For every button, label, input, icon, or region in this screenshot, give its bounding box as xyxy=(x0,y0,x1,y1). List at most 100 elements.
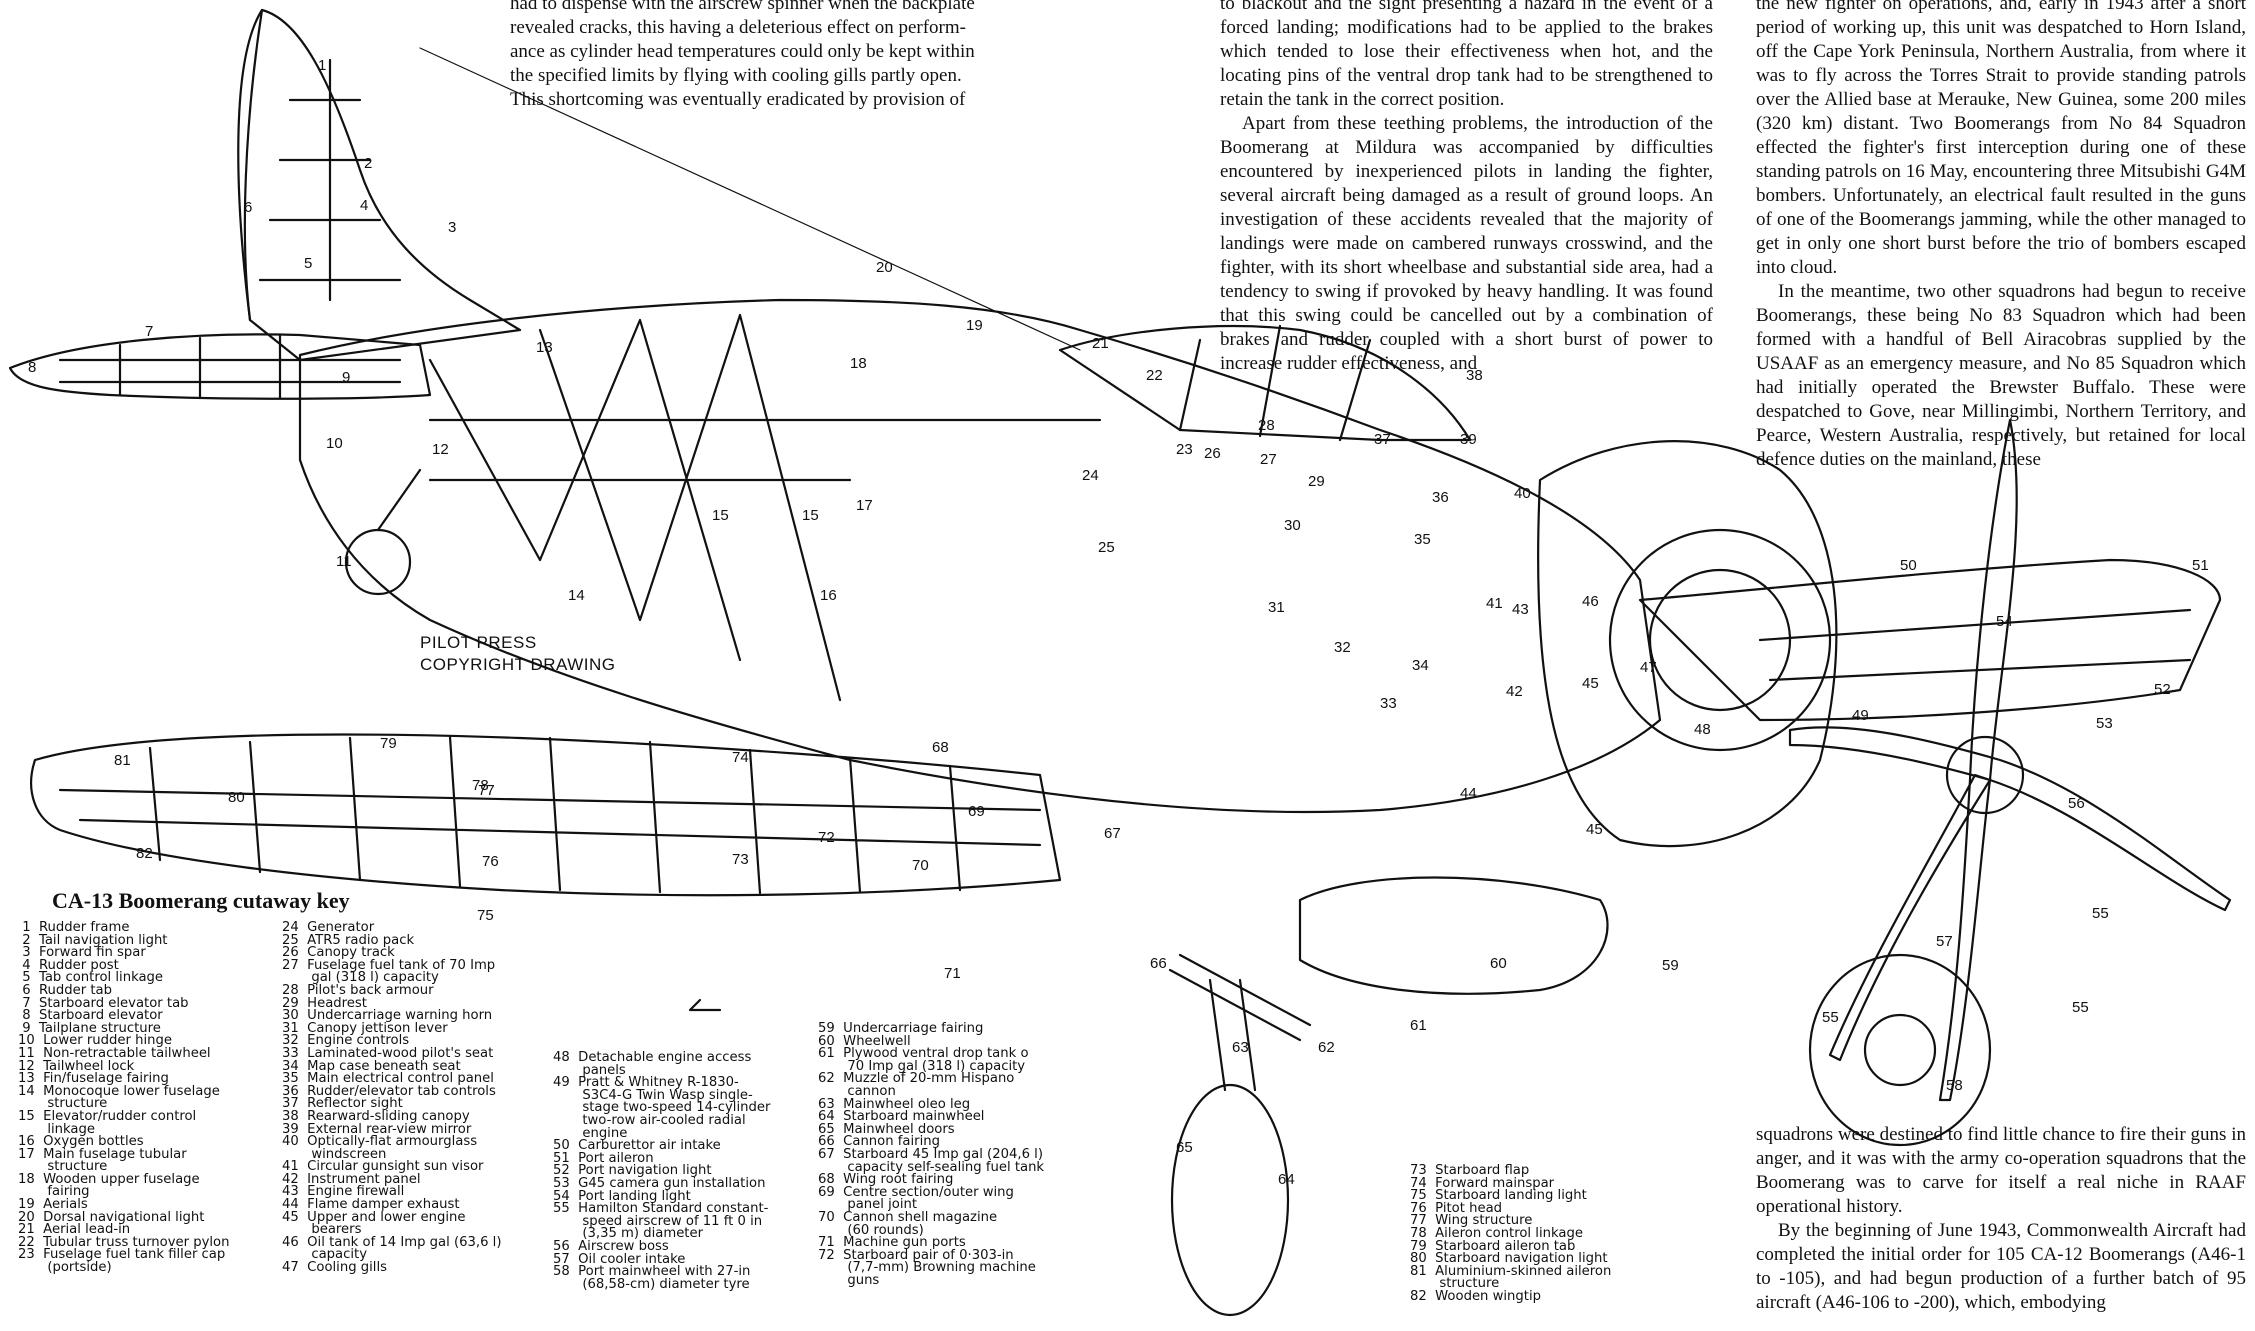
key-entry: linkage xyxy=(18,1121,95,1137)
col1-line: had to dispense with the airscrew spinne… xyxy=(510,0,975,14)
col4-paragraph-2: By the beginning of June 1943, Commonwea… xyxy=(1756,1220,2246,1313)
col3-paragraph-2: In the meantime, two other squadrons had… xyxy=(1756,281,2246,470)
callout-number: 76 xyxy=(482,853,499,870)
callout-number: 42 xyxy=(1506,683,1523,700)
callout-number: 6 xyxy=(244,199,252,216)
callout-number: 22 xyxy=(1146,367,1163,384)
callout-number: 16 xyxy=(820,587,837,604)
key-entry: structure xyxy=(18,1159,108,1175)
callout-number: 72 xyxy=(818,829,835,846)
col2-paragraph-2: Apart from these teething problems, the … xyxy=(1220,113,1713,374)
key-entry: (68,58-cm) diameter tyre xyxy=(553,1276,750,1292)
key-entry: stage two-speed 14-cylinder xyxy=(553,1100,771,1116)
callout-number: 24 xyxy=(1082,467,1099,484)
key-entry: 51 Port aileron xyxy=(553,1150,654,1166)
col2-paragraph-1: to blackout and the sight presenting a h… xyxy=(1220,0,1713,110)
key-entry: 82 Wooden wingtip xyxy=(1410,1288,1541,1304)
key-entry: gal (318 l) capacity xyxy=(282,970,439,986)
starboard-wing xyxy=(30,733,1062,897)
key-entry: 47 Cooling gills xyxy=(282,1260,387,1276)
key-entry: structure xyxy=(1410,1276,1500,1292)
key-entry: 27 Fuselage fuel tank of 70 Imp xyxy=(282,957,496,973)
callout-number: 40 xyxy=(1514,485,1531,502)
ventral-drop-tank xyxy=(1298,876,1609,995)
key-entry: 67 Starboard 45 Imp gal (204,6 l) xyxy=(818,1146,1043,1162)
key-entry: 6 Rudder tab xyxy=(18,982,112,998)
article-column-1: had to dispense with the airscrew spinne… xyxy=(510,0,1050,112)
col1-line: the specified limits by flying with cool… xyxy=(510,65,962,86)
callout-number: 51 xyxy=(2192,557,2209,574)
key-entry: bearers xyxy=(282,1222,362,1238)
key-entry: 5 Tab control linkage xyxy=(18,970,164,986)
col1-lines: had to dispense with the airscrew spinne… xyxy=(510,0,1050,112)
key-entry: capacity self-sealing fuel tank xyxy=(818,1159,1045,1175)
col1-line: revealed cracks, this having a deleterio… xyxy=(510,17,966,38)
callout-number: 35 xyxy=(1414,531,1431,548)
col4-paragraph-1: squadrons were destined to find little c… xyxy=(1756,1124,2246,1217)
key-entry: 35 Main electrical control panel xyxy=(282,1071,494,1087)
key-entry: 59 Undercarriage fairing xyxy=(818,1021,984,1036)
key-entry: 25 ATR5 radio pack xyxy=(282,932,415,948)
callout-number: 14 xyxy=(568,587,585,604)
callout-number: 9 xyxy=(342,369,350,386)
callout-number: 73 xyxy=(732,851,749,868)
callout-number: 26 xyxy=(1204,445,1221,462)
key-entry: 52 Port navigation light xyxy=(553,1163,712,1179)
callout-number: 70 xyxy=(912,857,929,874)
key-entry: 37 Reflector sight xyxy=(282,1096,403,1112)
key-entry: 77 Wing structure xyxy=(1410,1213,1533,1229)
callout-number: 23 xyxy=(1176,441,1193,458)
key-entry: 53 G45 camera gun installation xyxy=(553,1175,766,1191)
callout-number: 15 xyxy=(802,507,819,524)
callout-number: 30 xyxy=(1284,517,1301,534)
callout-number: 32 xyxy=(1334,639,1351,656)
callout-number: 74 xyxy=(732,749,749,766)
callout-number: 69 xyxy=(968,803,985,820)
article-column-4: squadrons were destined to find little c… xyxy=(1756,1123,2246,1315)
callout-number: 28 xyxy=(1258,417,1275,434)
callout-number: 75 xyxy=(477,907,494,924)
key-entry: 15 Elevator/rudder control xyxy=(18,1108,197,1124)
callout-number: 59 xyxy=(1662,957,1679,974)
key-entry: 2 Tail navigation light xyxy=(18,932,168,948)
credit-line-1: PILOT PRESS xyxy=(420,633,537,652)
callout-number: 34 xyxy=(1412,657,1429,674)
key-entry: 14 Monocoque lower fuselage xyxy=(18,1083,220,1099)
key-entry: 69 Centre section/outer wing xyxy=(818,1184,1014,1200)
key-entry: 33 Laminated-wood pilot's seat xyxy=(282,1045,494,1061)
port-wing xyxy=(1638,558,2222,722)
propeller xyxy=(1938,418,2018,1102)
key-entry: 36 Rudder/elevator tab controls xyxy=(282,1083,496,1099)
callout-number: 41 xyxy=(1486,595,1503,612)
key-entry: 72 Starboard pair of 0·303-in xyxy=(818,1247,1014,1263)
key-entry: 30 Undercarriage warning horn xyxy=(282,1008,493,1024)
key-entry: 43 Engine firewall xyxy=(282,1184,405,1200)
key-entry: 26 Canopy track xyxy=(282,945,395,961)
callout-number: 17 xyxy=(856,497,873,514)
callout-number: 13 xyxy=(536,339,553,356)
col1-line: ance as cylinder head temperatures could… xyxy=(510,41,975,62)
callout-number: 20 xyxy=(876,259,893,276)
callout-number: 44 xyxy=(1460,785,1477,802)
callout-number: 78 xyxy=(472,777,489,794)
key-entry: (portside) xyxy=(18,1260,112,1276)
key-entry: 23 Fuselage fuel tank filler cap xyxy=(18,1247,226,1263)
key-entry: 73 Starboard flap xyxy=(1410,1163,1530,1178)
key-entry: 40 Optically-flat armourglass xyxy=(282,1134,478,1150)
key-entry: 80 Starboard navigation light xyxy=(1410,1251,1608,1267)
key-entry: panel joint xyxy=(818,1197,918,1213)
key-entry: 4 Rudder post xyxy=(18,957,119,973)
key-entry: 32 Engine controls xyxy=(282,1033,410,1049)
callout-number: 29 xyxy=(1308,473,1325,490)
key-entry: (3,35 m) diameter xyxy=(553,1226,704,1242)
callout-number: 64 xyxy=(1278,1171,1295,1188)
key-entry: 57 Oil cooler intake xyxy=(553,1251,686,1267)
key-entry: capacity xyxy=(282,1247,368,1263)
engine-cowling xyxy=(1537,440,1838,848)
callout-number: 66 xyxy=(1150,955,1167,972)
key-entry: 65 Mainwheel doors xyxy=(818,1121,955,1137)
main-undercarriage xyxy=(1208,978,1257,1092)
key-entry: 81 Aluminium-skinned aileron xyxy=(1410,1263,1612,1279)
